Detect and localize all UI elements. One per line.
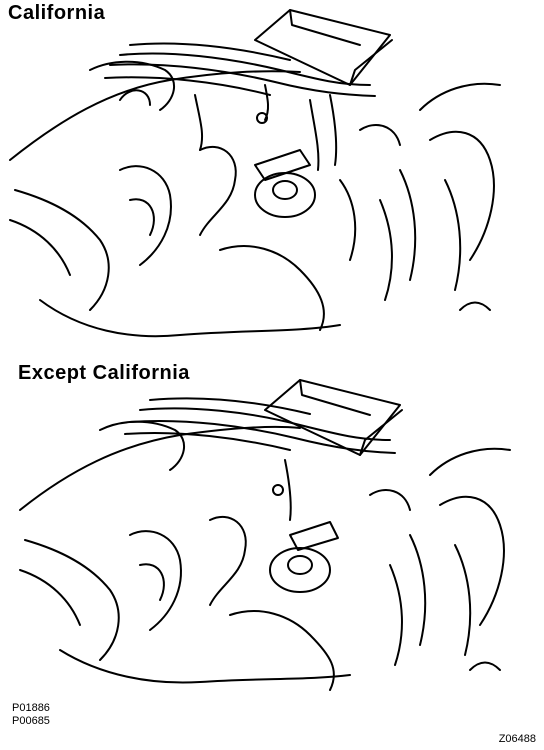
engine-illustration-california <box>9 9 501 338</box>
part-code-1: P01886 <box>12 702 50 714</box>
except-california-label: Except California <box>18 362 190 384</box>
figure-number: Z06488 <box>498 733 536 745</box>
part-code-2: P00685 <box>12 715 50 727</box>
california-label: California <box>8 2 106 24</box>
engine-illustration-except-california <box>19 379 511 691</box>
